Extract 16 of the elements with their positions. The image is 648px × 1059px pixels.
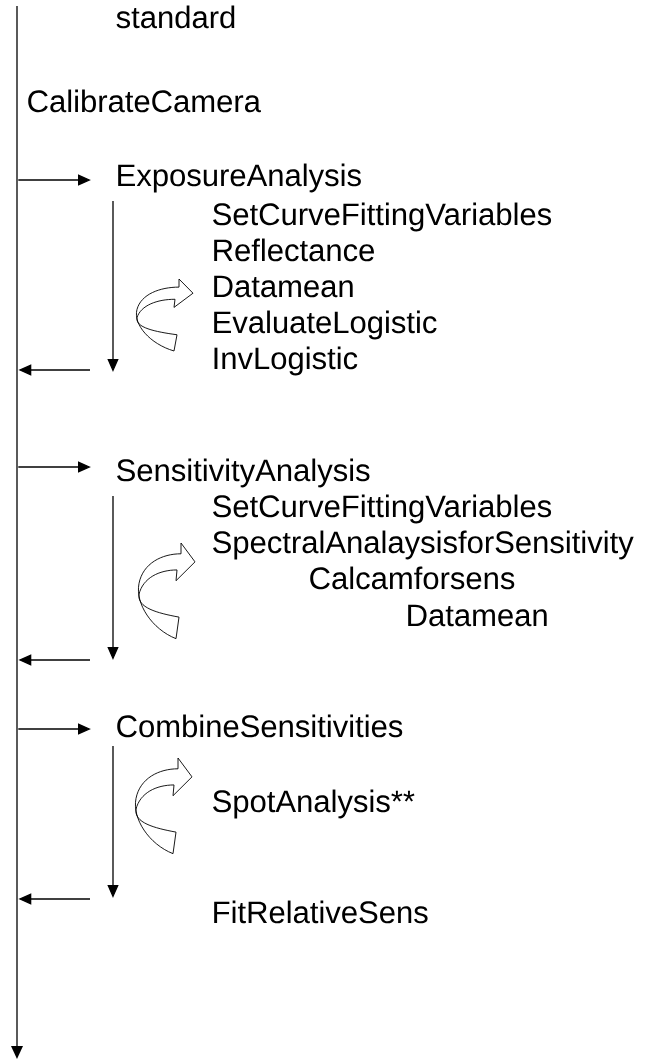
function-name: Calcamforsens [310, 566, 515, 590]
function-name: Datamean [408, 604, 547, 627]
function-name: SensitivityAnalysis [117, 458, 370, 488]
function-name: InvLogistic [214, 346, 358, 376]
function-name: Reflectance [214, 238, 374, 262]
function-name: FitRelativeSens [214, 900, 428, 924]
function-name: SpectralAnalaysisforSensitivity [213, 530, 634, 560]
function-name: SetCurveFittingVariables [213, 202, 552, 232]
function-name: SetCurveFittingVariables [213, 494, 552, 524]
function-name: Datamean [214, 275, 353, 298]
function-name: EvaluateLogistic [214, 310, 437, 340]
function-name: SpotAnalysis** [213, 789, 415, 819]
function-name: ExposureAnalysis [118, 163, 361, 193]
timeline-arrow [11, 6, 23, 1059]
function-name: standard [116, 5, 235, 29]
function-name: CombineSensitivities [117, 714, 403, 738]
